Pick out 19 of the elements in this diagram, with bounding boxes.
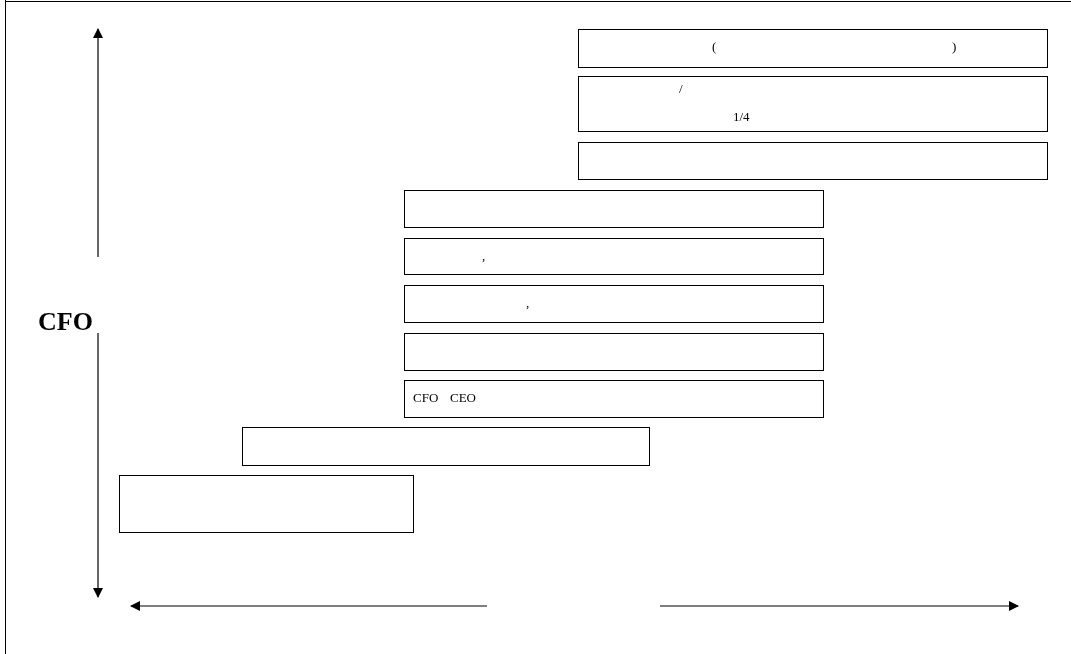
box-text: CFO [413, 390, 439, 406]
box-text: , [482, 248, 486, 264]
process-box [404, 190, 824, 228]
box-text: 1/4 [733, 109, 750, 125]
process-box [404, 285, 824, 323]
process-box [404, 238, 824, 275]
process-box [578, 142, 1048, 180]
box-text: CEO [450, 390, 476, 406]
process-box [578, 76, 1048, 132]
axis-label: CFO [38, 309, 93, 335]
process-box [404, 380, 824, 418]
process-box [404, 333, 824, 371]
process-box [578, 29, 1048, 68]
box-text: / [679, 81, 683, 97]
box-text: ) [952, 39, 957, 55]
process-box [119, 475, 414, 533]
process-box [242, 427, 650, 466]
box-text: , [526, 295, 530, 311]
box-text: ( [712, 39, 717, 55]
